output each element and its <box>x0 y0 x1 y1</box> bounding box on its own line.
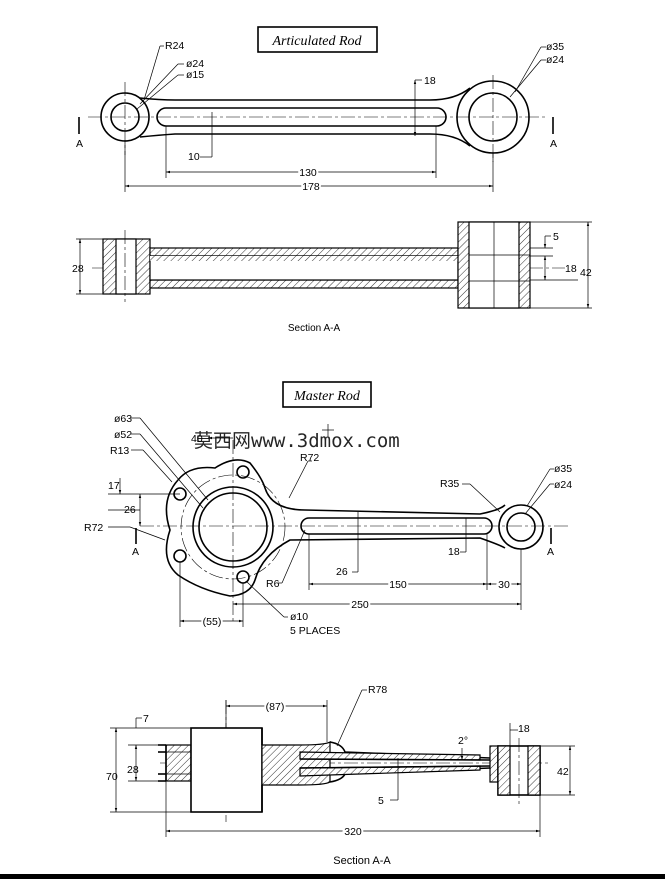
articulated-section-label: Section A-A <box>288 323 341 334</box>
articulated-side-18-label: 18 <box>565 263 577 275</box>
articulated-rod-section-view: 28 5 18 42 Section A-A <box>72 221 592 334</box>
articulated-side-42-label: 42 <box>580 267 592 279</box>
articulated-title-box <box>257 26 378 53</box>
master-r6-label: R6 <box>266 578 280 590</box>
section-42-label: 42 <box>557 766 569 778</box>
master-r72-left-label: R72 <box>84 522 103 534</box>
master-40-label: 40 <box>191 433 203 445</box>
articulated-small-end-bore <box>110 102 140 132</box>
articulated-10-label: 10 <box>188 151 200 163</box>
articulated-d24r-label: ø24 <box>546 54 564 66</box>
master-rod-top-view: Master Rod 莫西网www.3dmox.com ø63 ø52 R13 <box>84 381 572 637</box>
master-r72-top-label: R72 <box>300 452 319 464</box>
master-30-label: 30 <box>498 579 510 591</box>
master-d24-label: ø24 <box>554 479 572 491</box>
master-section-a-right: A <box>547 546 554 558</box>
articulated-rod-top-view: Articulated Rod A A R24 ø24 ø15 ø35 <box>76 26 564 195</box>
articulated-r24-label: R24 <box>165 40 184 52</box>
articulated-18-label: 18 <box>424 75 436 87</box>
section-70-label: 70 <box>106 771 118 783</box>
master-upper-outline <box>177 459 506 515</box>
articulated-big-end-bore <box>468 92 518 142</box>
master-d63-label: ø63 <box>114 413 132 425</box>
master-d10-label: ø10 <box>290 611 308 623</box>
master-slot <box>300 517 493 535</box>
master-r13-label: R13 <box>110 445 129 457</box>
master-lower-outline <box>165 479 506 597</box>
articulated-lower-outline <box>139 133 471 147</box>
articulated-d15-label: ø15 <box>186 69 204 81</box>
articulated-178-label: 178 <box>302 181 320 193</box>
section-28-label: 28 <box>127 764 139 776</box>
articulated-section-a-left: A <box>76 138 83 150</box>
articulated-side-5-label: 5 <box>553 231 559 243</box>
section-r78-label: R78 <box>368 684 387 696</box>
articulated-side-28-label: 28 <box>72 263 84 275</box>
master-small-end-outer <box>498 504 544 550</box>
bolt-hole <box>236 465 250 479</box>
articulated-section-a-right: A <box>550 138 557 150</box>
articulated-upper-outline <box>139 87 471 101</box>
section-5-label: 5 <box>378 795 384 807</box>
master-rod-section-view: (87) R78 7 28 70 2° 18 42 5 <box>106 684 575 867</box>
watermark: 莫西网www.3dmox.com <box>194 430 400 452</box>
master-150-label: 150 <box>389 579 407 591</box>
master-17-label: 17 <box>108 480 120 492</box>
master-section-label: Section A-A <box>333 855 391 867</box>
section-18-label: 18 <box>518 723 530 735</box>
master-big-end-bore <box>198 492 268 562</box>
master-title-box <box>282 381 372 408</box>
master-small-end-bore <box>506 512 536 542</box>
articulated-slot <box>156 107 447 127</box>
articulated-d24-label: ø24 <box>186 58 204 70</box>
section-320-label: 320 <box>344 826 362 838</box>
master-250-label: 250 <box>351 599 369 611</box>
master-18-label: 18 <box>448 546 460 558</box>
section-2deg-label: 2° <box>458 735 468 747</box>
bolt-hole <box>173 549 187 563</box>
section-87-label: (87) <box>266 701 285 713</box>
master-big-end-outer <box>192 486 274 568</box>
master-5places-label: 5 PLACES <box>290 625 340 637</box>
master-r35-label: R35 <box>440 478 459 490</box>
articulated-130-label: 130 <box>299 167 317 179</box>
bolt-hole <box>236 570 250 584</box>
articulated-title: Articulated Rod <box>271 34 362 49</box>
master-d35-label: ø35 <box>554 463 572 475</box>
master-26b-label: 26 <box>336 566 348 578</box>
master-section-a-left: A <box>132 546 139 558</box>
master-d52-label: ø52 <box>114 429 132 441</box>
master-55-label: (55) <box>203 616 222 628</box>
master-26-label: 26 <box>124 504 136 516</box>
master-title: Master Rod <box>293 389 361 404</box>
articulated-d35-label: ø35 <box>546 41 564 53</box>
section-7-label: 7 <box>143 713 149 725</box>
bottom-border <box>0 874 665 879</box>
